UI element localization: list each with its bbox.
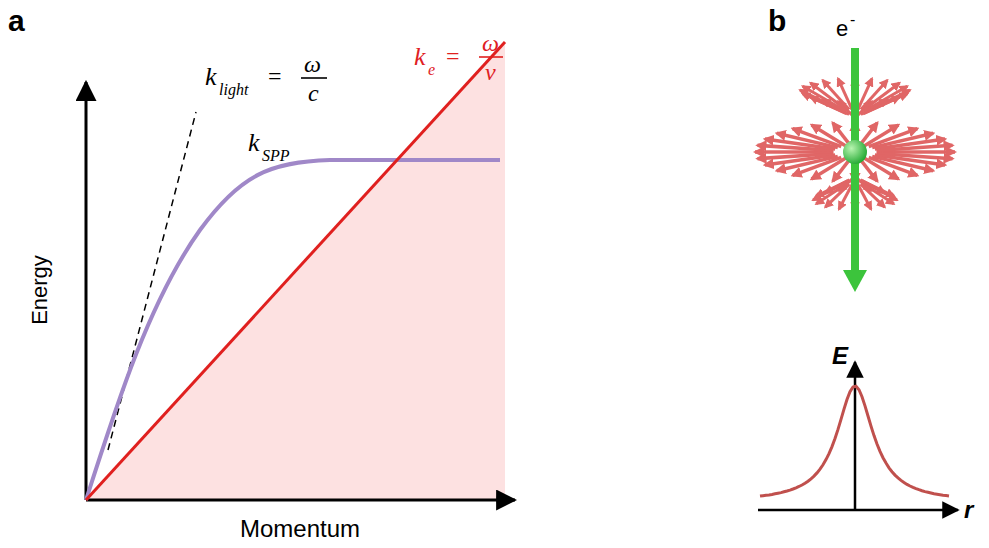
numerator: ω bbox=[304, 52, 321, 76]
field-arrow bbox=[876, 145, 952, 150]
field-profile-curve bbox=[760, 386, 949, 496]
electron-label: e bbox=[836, 18, 848, 40]
wavevector-symbol: k bbox=[414, 44, 426, 70]
denominator: v bbox=[485, 60, 496, 84]
field-arrow bbox=[865, 86, 908, 111]
field-arrow bbox=[839, 179, 852, 191]
field-arrow bbox=[863, 83, 899, 110]
equals-sign: = bbox=[268, 64, 282, 88]
panel-letter: a bbox=[8, 6, 25, 36]
field-arrow bbox=[838, 79, 852, 110]
e-axis bbox=[854, 362, 857, 510]
equals-sign: = bbox=[446, 44, 460, 68]
panel-letter: b bbox=[768, 6, 786, 36]
subscript: SPP bbox=[262, 148, 290, 164]
shaded-region bbox=[86, 42, 505, 500]
subscript: light bbox=[219, 82, 248, 98]
field-arrow bbox=[862, 181, 893, 196]
field-arrow bbox=[758, 154, 834, 159]
fraction-bar bbox=[479, 56, 503, 58]
wavevector-symbol: k bbox=[248, 130, 260, 156]
charge-sign: - bbox=[850, 12, 855, 28]
momentum-axis bbox=[86, 499, 515, 502]
electron-arrowhead bbox=[843, 270, 867, 292]
denominator: c bbox=[308, 81, 319, 105]
subscript: e bbox=[428, 62, 435, 78]
axis-label: Momentum bbox=[240, 517, 360, 541]
axis-label: Energy bbox=[29, 255, 51, 325]
field-arrow bbox=[833, 123, 850, 145]
axis-label: r bbox=[964, 498, 973, 522]
electron bbox=[843, 140, 867, 164]
axis-label: E bbox=[832, 344, 848, 368]
r-axis bbox=[758, 509, 958, 512]
numerator: ω bbox=[482, 31, 499, 55]
energy-axis bbox=[85, 82, 88, 500]
field-arrow bbox=[860, 159, 877, 181]
wavevector-symbol: k bbox=[205, 64, 217, 90]
spp-dispersion-curve bbox=[86, 160, 500, 500]
electron-line bbox=[86, 42, 505, 500]
fraction-bar bbox=[301, 77, 327, 79]
